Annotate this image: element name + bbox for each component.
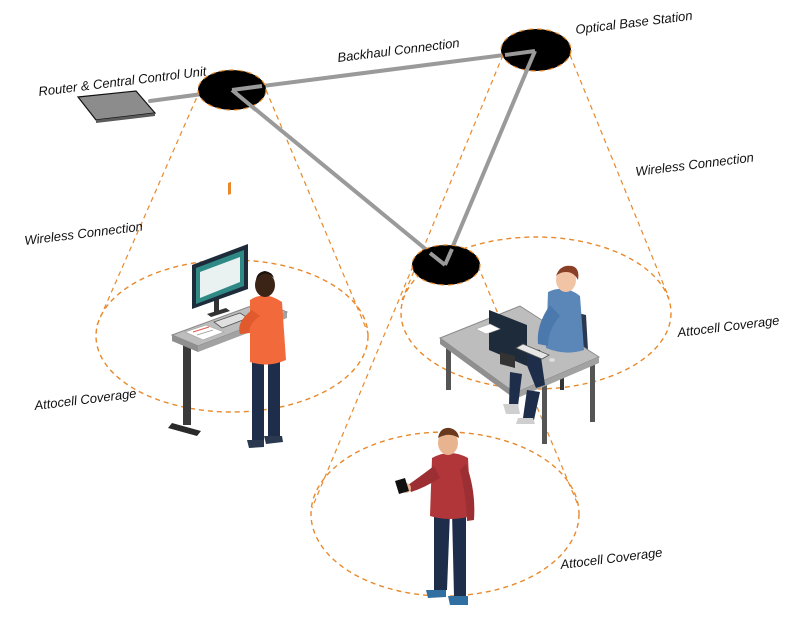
attocell-coverage-label-left: Attocell Coverage — [33, 386, 138, 414]
optical-base-station-icon — [500, 28, 572, 72]
wireless-connection-label-left: Wireless Connection — [24, 219, 144, 248]
walking-person-with-phone — [395, 427, 475, 605]
router-box-icon — [76, 90, 157, 123]
wireless-connection-label-right: Wireless Connection — [635, 150, 755, 179]
attocell-coverage-areas — [95, 236, 672, 597]
attocell-right-ellipse — [400, 236, 672, 390]
attocell-coverage-label-bottom: Attocell Coverage — [559, 545, 664, 573]
cone-left-1 — [96, 89, 201, 326]
backhaul-diag-right — [443, 49, 537, 267]
light-cones — [96, 54, 670, 509]
optical-base-station-label: Optical Base Station — [575, 8, 694, 37]
cone-right-2 — [569, 54, 670, 299]
attocell-left-ellipse — [95, 259, 369, 413]
cone-mid-1 — [311, 265, 414, 509]
stations — [197, 28, 572, 286]
backhaul-connection-label: Backhaul Connection — [337, 35, 461, 65]
backhaul-diag-left — [230, 88, 447, 267]
backhaul-top-line — [230, 49, 537, 92]
seated-desk-worker — [438, 265, 601, 444]
standing-desk-worker — [168, 181, 289, 448]
cone-left-2 — [265, 89, 369, 334]
attocell-coverage-label-right: Attocell Coverage — [676, 313, 781, 341]
